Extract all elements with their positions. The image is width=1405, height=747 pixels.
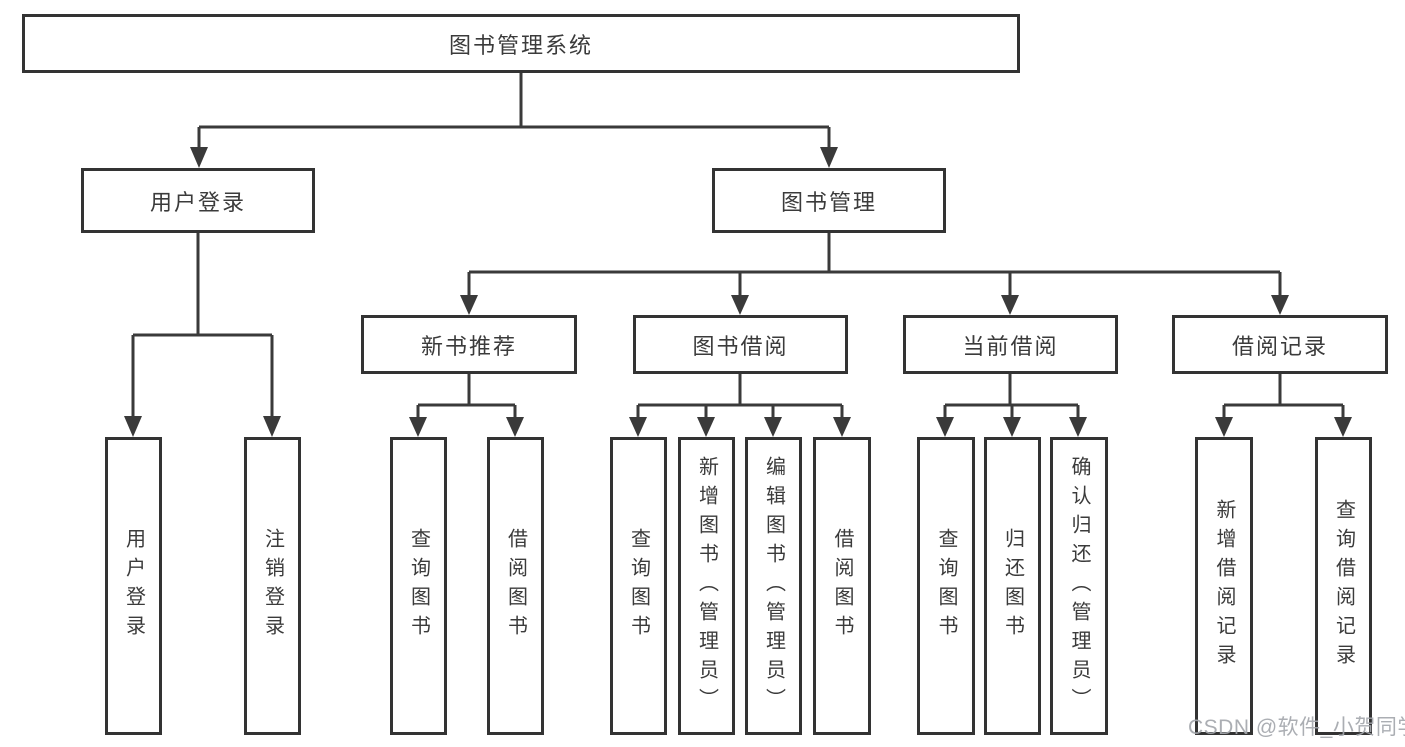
node-current-borrowing: 当前借阅 [903,315,1118,374]
connector-new-books [416,374,517,419]
leaf-user-login: 用户登录 [105,437,162,735]
leaf-return-books: 归还图书 [984,437,1041,735]
leaf-add-borrow-record: 新增借阅记录 [1195,437,1253,735]
node-user-login: 用户登录 [81,168,315,233]
node-book-management: 图书管理 [712,168,946,233]
arrowheads [124,147,1352,437]
node-system-root: 图书管理系统 [22,14,1020,73]
csdn-watermark: CSDN @软件_小贺同学 [1188,716,1405,739]
leaf-logout: 注销登录 [244,437,301,735]
connector-book-mgmt [467,233,1282,297]
leaf-edit-books-admin: 编辑图书（管理员） [745,437,802,735]
node-book-borrowing: 图书借阅 [633,315,848,374]
leaf-borrow-books: 借阅图书 [813,437,871,735]
connector-root [197,73,831,150]
node-new-book-recommend: 新书推荐 [361,315,577,374]
connector-current [943,374,1080,419]
connector-user-login [131,233,274,419]
leaf-confirm-return-admin: 确认归还（管理员） [1050,437,1108,735]
node-borrow-records: 借阅记录 [1172,315,1388,374]
connector-records [1222,374,1345,419]
connector-borrow [636,374,844,419]
leaf-add-books-admin: 新增图书（管理员） [678,437,735,735]
leaf-query-borrow-record: 查询借阅记录 [1315,437,1372,735]
leaf-borrow-books-recommend: 借阅图书 [487,437,544,735]
leaf-query-books-recommend: 查询图书 [390,437,447,735]
leaf-query-books-current: 查询图书 [917,437,975,735]
leaf-query-books-borrow: 查询图书 [610,437,667,735]
